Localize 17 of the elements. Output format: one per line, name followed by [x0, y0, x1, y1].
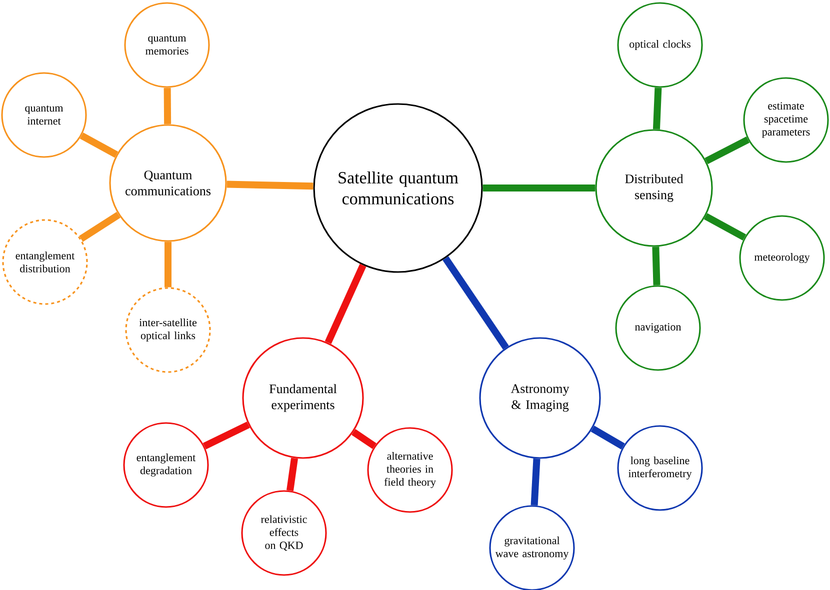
connector [226, 180, 314, 190]
connector [202, 422, 250, 450]
connector [286, 458, 298, 492]
connector [652, 246, 660, 286]
connector [652, 88, 662, 130]
connector [79, 212, 120, 242]
connector [704, 213, 746, 241]
connector [442, 256, 509, 350]
connector [530, 458, 540, 506]
connector [164, 242, 172, 288]
connector [324, 264, 366, 344]
connector [704, 136, 750, 164]
connector [352, 429, 376, 449]
connector [590, 426, 625, 450]
connector [164, 88, 172, 124]
connector [482, 184, 596, 192]
connector [80, 132, 118, 158]
